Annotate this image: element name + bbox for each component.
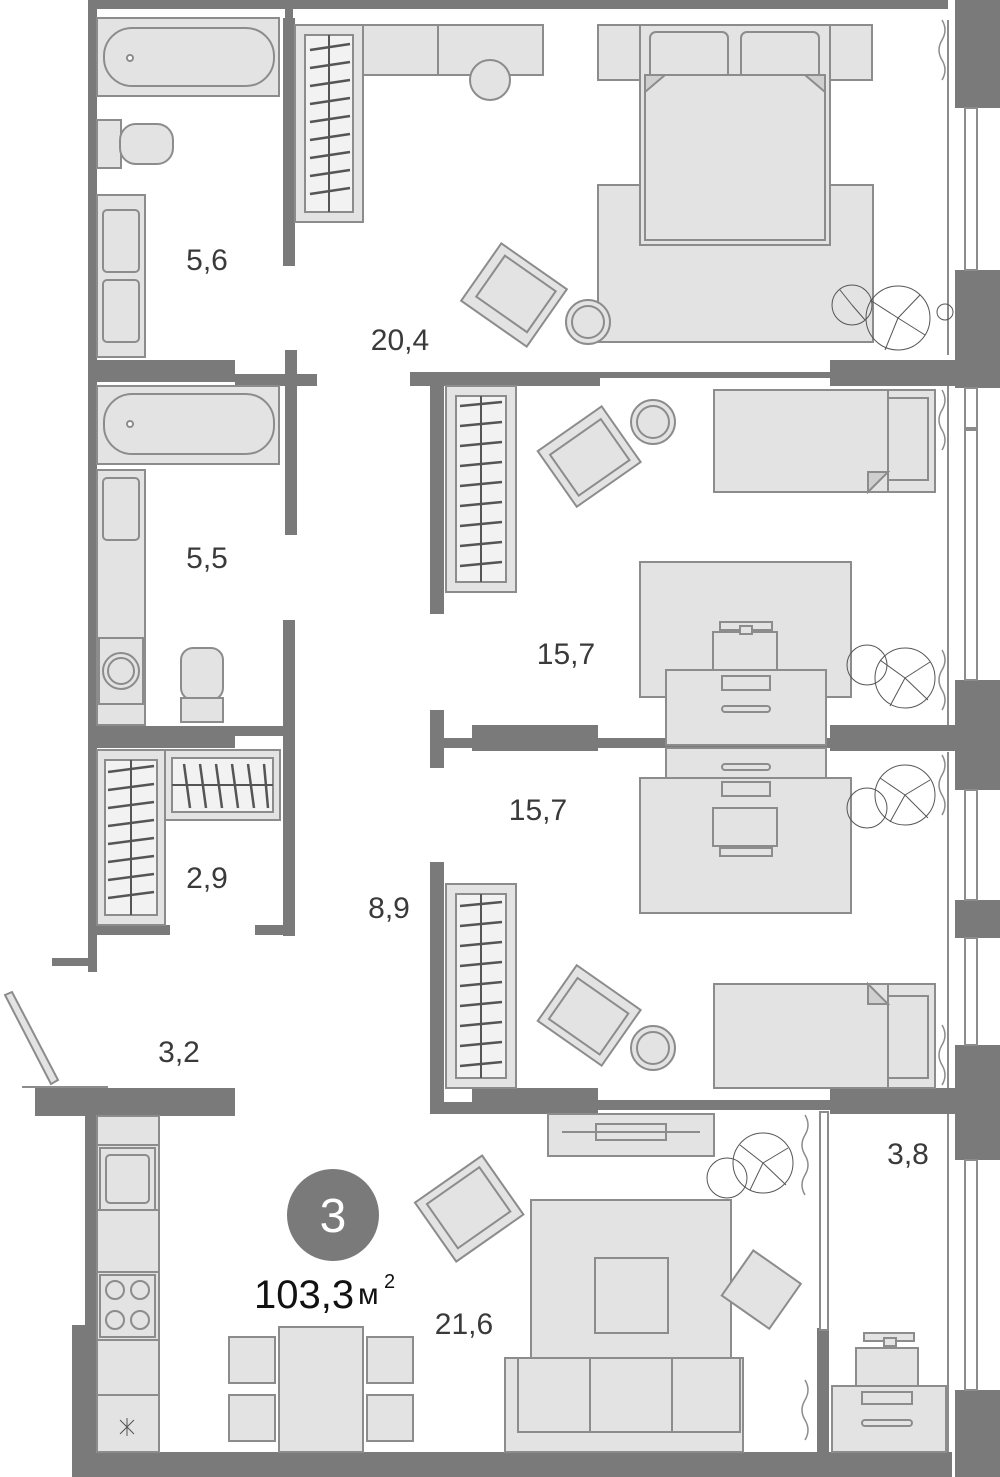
fridge-icon	[119, 1418, 135, 1436]
room-area-bedroom-2: 15,7	[509, 794, 567, 827]
dining-table-icon	[228, 1326, 414, 1453]
area-unit: м	[358, 1278, 379, 1311]
room-area-labels: 5,6 20,4 5,5 15,7 15,7 2,9 8,9 3,2 3,8 2…	[158, 244, 929, 1341]
room-area-wardrobe: 2,9	[186, 862, 228, 895]
room-area-entrance: 3,2	[158, 1036, 200, 1069]
toilet-icon	[96, 119, 174, 169]
armchair-icon	[536, 963, 643, 1068]
side-table-icon	[630, 399, 676, 445]
curtains	[801, 19, 946, 1441]
walls	[35, 0, 1000, 1477]
room-area-balcony: 3,8	[887, 1138, 929, 1171]
plant-icon	[846, 644, 936, 709]
desk-icon	[831, 1332, 947, 1453]
sink-icon	[96, 194, 146, 358]
room-area-bathroom-2: 5,5	[186, 542, 228, 575]
rooms-count-badge	[287, 1169, 379, 1261]
room-area-bathroom-1: 5,6	[186, 244, 228, 277]
armchair-icon	[536, 404, 643, 509]
desk-icon	[639, 561, 852, 746]
tv-stand-icon	[547, 1113, 715, 1157]
armchair-icon	[413, 1154, 525, 1263]
toilet-icon	[180, 647, 224, 723]
bathtub-icon	[96, 17, 280, 97]
dresser-icon	[362, 24, 544, 101]
bed-icon	[597, 24, 874, 343]
wardrobe-icon	[96, 749, 281, 926]
apartment-badge: 3 103,3 м 2	[254, 1169, 395, 1317]
room-area-kitchen-living: 21,6	[435, 1308, 493, 1341]
pouf-icon	[720, 1249, 803, 1331]
bed-icon	[713, 389, 936, 495]
sink-icon	[96, 469, 146, 726]
bed-icon	[713, 981, 936, 1089]
plant-icon	[846, 764, 936, 829]
wardrobe-icon	[445, 883, 517, 1089]
door-icon	[3, 990, 108, 1088]
plant-icon	[706, 1132, 794, 1199]
wardrobe-icon	[294, 24, 364, 223]
area-unit-power: 2	[384, 1271, 395, 1293]
side-table-icon	[630, 1025, 676, 1071]
bathtub-icon	[96, 385, 280, 465]
total-area: 103,3	[254, 1273, 354, 1317]
room-area-bedroom-1: 15,7	[537, 638, 595, 671]
windows	[819, 20, 978, 1452]
armchair-icon	[459, 241, 569, 349]
side-table-icon	[565, 299, 611, 345]
sofa-icon	[504, 1357, 744, 1453]
room-area-hallway: 8,9	[368, 892, 410, 925]
plant-icon	[831, 284, 954, 351]
room-area-master-bedroom: 20,4	[371, 324, 429, 357]
wardrobe-icon	[445, 385, 517, 593]
furniture	[3, 17, 954, 1453]
kitchen-counter-icon	[96, 1115, 160, 1453]
rooms-count: 3	[320, 1190, 347, 1243]
desk-icon	[639, 747, 852, 914]
